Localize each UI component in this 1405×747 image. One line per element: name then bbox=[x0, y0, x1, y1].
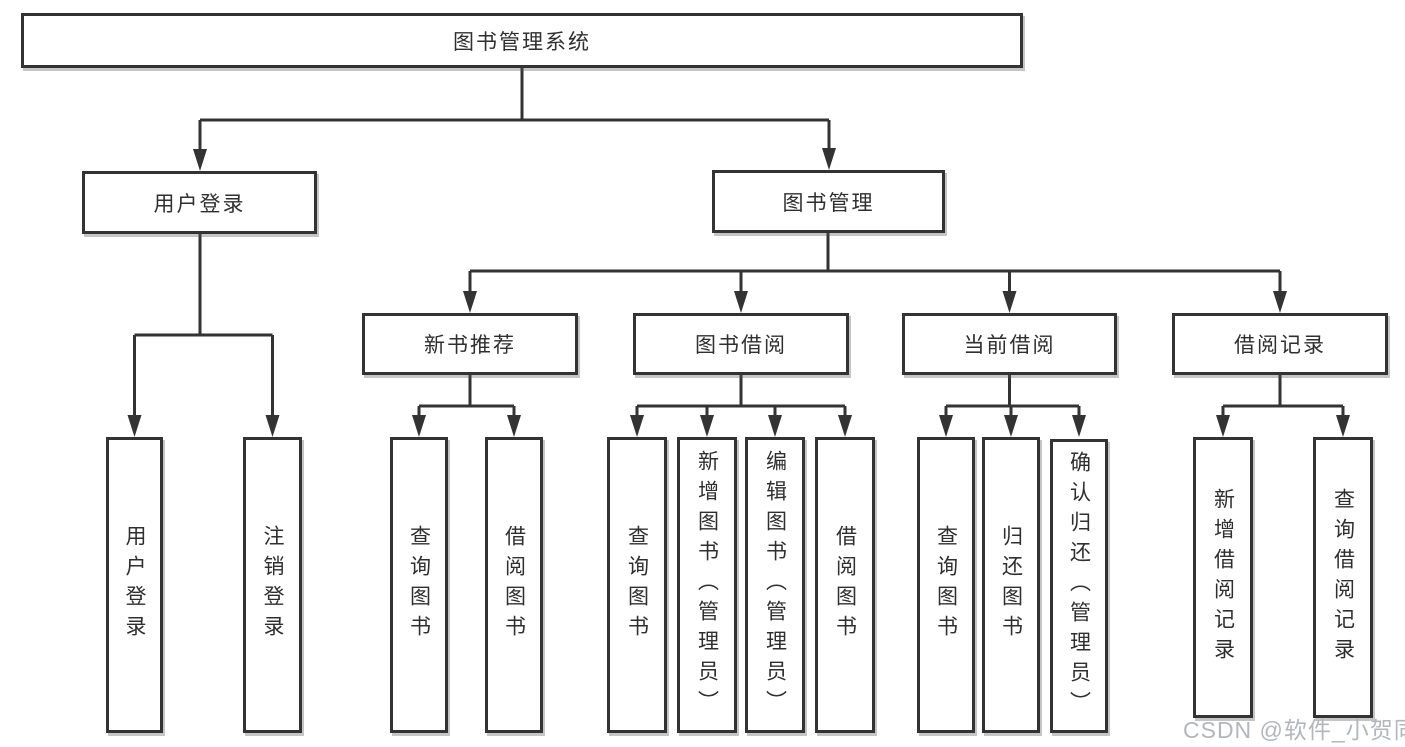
csdn-watermark: CSDN @软件_小贺同学 bbox=[1183, 717, 1405, 743]
leaf-query-books-recommend: 查询图书 bbox=[390, 437, 448, 733]
arrowheads bbox=[127, 148, 1350, 437]
node-library-system: 图书管理系统 bbox=[21, 13, 1023, 68]
leaf-add-borrow-record: 新增借阅记录 bbox=[1193, 437, 1253, 718]
leaf-borrow-books: 借阅图书 bbox=[815, 437, 875, 733]
leaf-query-borrow-record: 查询借阅记录 bbox=[1313, 437, 1373, 718]
node-user-login: 用户登录 bbox=[82, 171, 317, 234]
node-current-borrow: 当前借阅 bbox=[902, 313, 1117, 375]
leaf-user-login: 用户登录 bbox=[106, 437, 163, 733]
leaf-query-books-current: 查询图书 bbox=[917, 437, 975, 733]
node-book-borrow: 图书借阅 bbox=[633, 313, 849, 375]
leaf-confirm-return-admin: 确认归还（管理员） bbox=[1050, 439, 1108, 733]
leaf-edit-book-admin: 编辑图书（管理员） bbox=[745, 437, 805, 733]
leaf-query-books-borrow: 查询图书 bbox=[607, 437, 667, 733]
leaf-logout: 注销登录 bbox=[243, 437, 302, 733]
node-borrow-records: 借阅记录 bbox=[1172, 313, 1388, 375]
node-new-book-recommend: 新书推荐 bbox=[362, 313, 578, 375]
leaf-borrow-books-recommend: 借阅图书 bbox=[485, 437, 543, 733]
leaf-add-book-admin: 新增图书（管理员） bbox=[677, 437, 737, 733]
leaf-return-books: 归还图书 bbox=[982, 437, 1040, 733]
node-book-management: 图书管理 bbox=[712, 170, 945, 233]
